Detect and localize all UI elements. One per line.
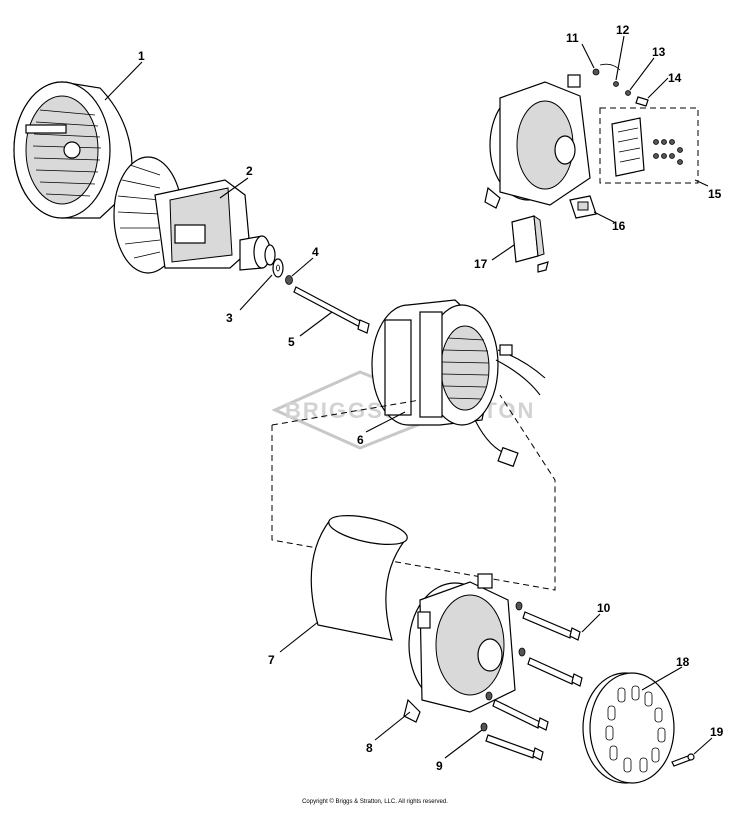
fan-housing[interactable] (13, 81, 133, 219)
callout-10: 10 (597, 601, 611, 615)
small-hardware[interactable] (592, 63, 649, 107)
voltage-regulator[interactable] (511, 214, 549, 273)
callout-18: 18 (676, 655, 690, 669)
stator[interactable] (371, 299, 546, 468)
callout-2: 2 (246, 164, 253, 178)
callout-15: 15 (708, 187, 722, 201)
callout-11: 11 (566, 31, 579, 45)
callout-labels: 1 2 3 4 5 6 7 8 9 10 11 12 13 14 15 16 1… (138, 23, 724, 773)
brush-holder-kit[interactable] (599, 107, 699, 184)
callout-13: 13 (652, 45, 666, 59)
callout-16: 16 (612, 219, 626, 233)
callout-5: 5 (288, 335, 295, 349)
callout-1: 1 (138, 49, 145, 63)
assembly-outline (271, 394, 556, 591)
callout-6: 6 (357, 433, 364, 447)
copyright-footer: Copyright © Briggs & Stratton, LLC. All … (302, 799, 448, 805)
callout-14: 14 (668, 71, 682, 85)
washer[interactable] (272, 258, 284, 278)
end-bell-upper[interactable] (484, 74, 591, 209)
cover-band[interactable] (310, 510, 409, 641)
through-bolt[interactable] (293, 286, 370, 334)
end-cover[interactable] (582, 672, 675, 784)
callout-3: 3 (226, 311, 233, 325)
callout-9: 9 (436, 759, 443, 773)
brush-assembly[interactable] (569, 195, 597, 219)
callout-12: 12 (616, 23, 630, 37)
callout-19: 19 (710, 725, 724, 739)
mounting-bolts[interactable] (480, 601, 583, 761)
callout-4: 4 (312, 245, 319, 259)
callout-8: 8 (366, 741, 373, 755)
callout-7: 7 (268, 653, 275, 667)
callout-17: 17 (474, 257, 488, 271)
assembly-outline-top (271, 399, 421, 426)
end-bell-lower[interactable] (403, 573, 516, 723)
rotor-assembly[interactable] (113, 156, 276, 274)
cover-screw[interactable] (671, 753, 695, 767)
lock-washer[interactable] (285, 275, 293, 285)
leader-lines (104, 35, 713, 759)
